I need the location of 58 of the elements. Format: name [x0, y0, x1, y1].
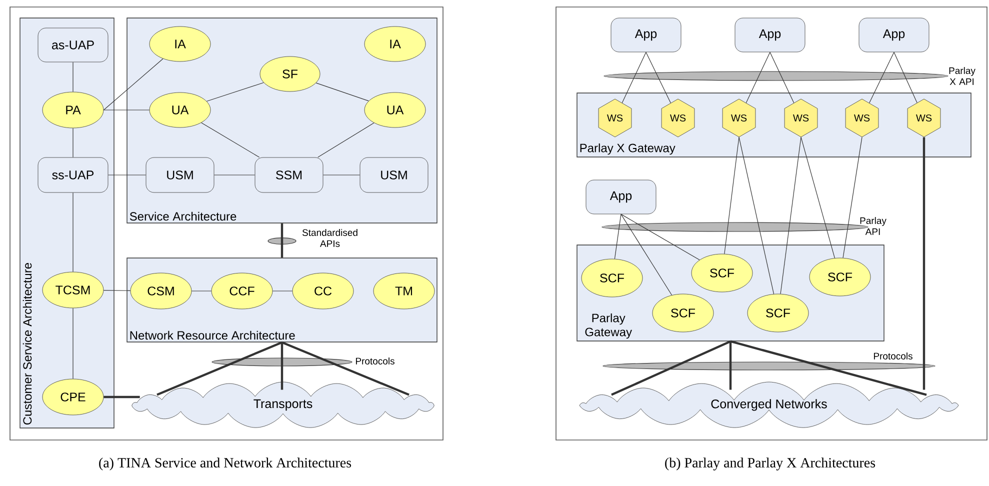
- connector-line: [191, 290, 212, 292]
- component-box: App: [586, 180, 656, 214]
- connector-line: [206, 82, 264, 102]
- component-box: SSM: [254, 157, 324, 193]
- connector-line: [103, 58, 164, 110]
- interface-label: Standardised APIs: [302, 229, 358, 247]
- connector-line: [800, 136, 836, 258]
- connector-line: [770, 52, 794, 104]
- component-box: ss-UAP: [38, 157, 108, 193]
- connector-line: [156, 341, 410, 396]
- connector-line: [72, 128, 74, 158]
- interface-label: Protocols: [874, 352, 912, 360]
- web-service-hexagon: WS: [722, 98, 756, 138]
- connector-line: [646, 52, 671, 104]
- connector-line: [869, 52, 894, 104]
- connector-line: [780, 136, 802, 294]
- connector-line: [103, 290, 131, 291]
- network-cloud: Transports: [132, 382, 434, 428]
- component-box: USM: [360, 157, 428, 193]
- connector-line: [201, 122, 260, 158]
- connector-line: [894, 52, 918, 104]
- web-service-hexagon: WS: [845, 98, 879, 138]
- connector-line: [72, 192, 74, 272]
- connector-line: [620, 214, 672, 296]
- connector-line: [724, 136, 740, 254]
- interface-label: Protocols: [356, 358, 394, 364]
- connector-line: [72, 62, 74, 92]
- connector-line: [108, 174, 146, 176]
- web-service-hexagon: WS: [784, 98, 818, 138]
- network-cloud: Converged Networks: [579, 382, 959, 428]
- web-service-hexagon: WS: [598, 98, 632, 138]
- connector-line: [614, 214, 622, 260]
- connector-line: [322, 174, 360, 176]
- component-box: App: [858, 18, 930, 52]
- interface-label: Parlay X API: [949, 67, 976, 85]
- connector-line: [214, 174, 256, 176]
- connector-line: [922, 137, 926, 390]
- connector-line: [72, 308, 74, 380]
- interface-label: Parlay API: [860, 217, 886, 235]
- component-box: App: [734, 18, 806, 52]
- connector-line: [622, 52, 646, 104]
- connector-line: [280, 223, 284, 258]
- component-box: USM: [146, 157, 214, 193]
- connector-line: [610, 340, 928, 396]
- connector-line: [842, 136, 862, 258]
- connector-line: [104, 396, 140, 398]
- connector-line: [316, 82, 369, 102]
- component-box: App: [610, 18, 682, 52]
- connector-line: [746, 52, 770, 104]
- connector-line: [318, 122, 374, 158]
- component-box: as-UAP: [38, 28, 108, 62]
- web-service-hexagon: WS: [661, 98, 695, 138]
- connector-line: [738, 136, 774, 294]
- connector-line: [272, 290, 293, 292]
- web-service-hexagon: WS: [907, 98, 941, 138]
- figure-caption: (b) Parlay and Parlay X Architectures: [665, 458, 876, 470]
- figure-caption: (a) TINA Service and Network Architectures: [99, 458, 352, 470]
- connector-line: [620, 214, 700, 260]
